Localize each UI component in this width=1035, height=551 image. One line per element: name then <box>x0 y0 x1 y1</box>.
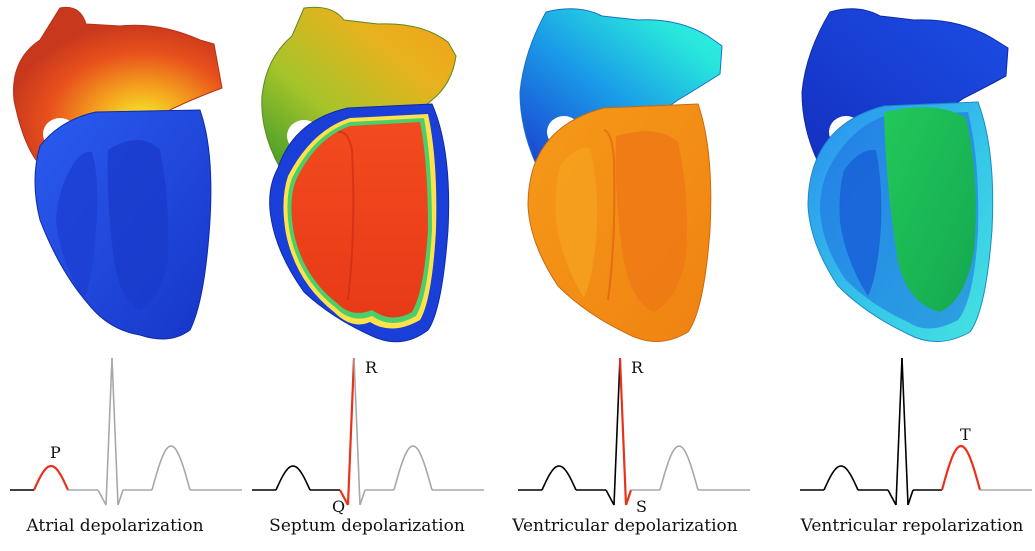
caption-septum-depolarization: Septum depolarization <box>269 516 465 536</box>
ecg-segment-q <box>887 489 897 506</box>
ecg-segment-p <box>32 464 70 491</box>
ecg-trace-2: QR <box>252 357 484 516</box>
ecg-segment-p <box>823 465 859 491</box>
heart-illustration-septum <box>261 6 457 343</box>
ecg-segment-r-down <box>111 357 119 506</box>
heart-illustration-ventricular-depolarization <box>519 8 723 343</box>
ecg-segment-p <box>541 465 577 491</box>
ecg-segment-q <box>97 489 107 506</box>
wave-label-r: R <box>365 358 378 377</box>
ecg-trace-4: T <box>800 357 1032 506</box>
wave-label-q: Q <box>332 497 345 516</box>
wave-label-s: S <box>636 497 647 516</box>
ecg-segment-t <box>659 445 699 491</box>
ecg-segment-t <box>151 445 191 491</box>
ecg-segment-r-down <box>353 357 361 506</box>
ecg-segment-s <box>624 489 633 506</box>
ecg-segment-r-up <box>346 357 356 506</box>
ecg-segment-p <box>275 465 311 491</box>
ecg-trace-1: P <box>10 357 242 506</box>
ecg-segment-q <box>339 489 349 506</box>
heart-illustration-ventricular-repolarization <box>801 8 1009 343</box>
ecg-segment-r-up <box>105 357 113 506</box>
ecg-segment-r-up <box>613 357 621 506</box>
ecg-segment-r-down <box>901 357 909 506</box>
ecg-segment-q <box>605 489 615 506</box>
caption-atrial-depolarization: Atrial depolarization <box>26 516 204 536</box>
heart-illustration-atrial <box>13 6 223 340</box>
ecg-segment-r-down <box>618 357 628 506</box>
wave-label-p: P <box>50 443 61 462</box>
ecg-trace-3: RS <box>518 357 750 516</box>
wave-label-r: R <box>631 358 644 377</box>
caption-ventricular-depolarization: Ventricular depolarization <box>512 516 738 536</box>
ecg-segment-r-up <box>895 357 903 506</box>
ecg-segment-s <box>359 489 366 506</box>
ecg-segment-t <box>393 445 433 491</box>
caption-ventricular-repolarization: Ventricular repolarization <box>800 516 1024 536</box>
ecg-segment-s <box>907 489 914 506</box>
ecg-segment-s <box>117 489 124 506</box>
ecg-segment-t <box>940 444 982 491</box>
wave-label-t: T <box>960 425 971 444</box>
